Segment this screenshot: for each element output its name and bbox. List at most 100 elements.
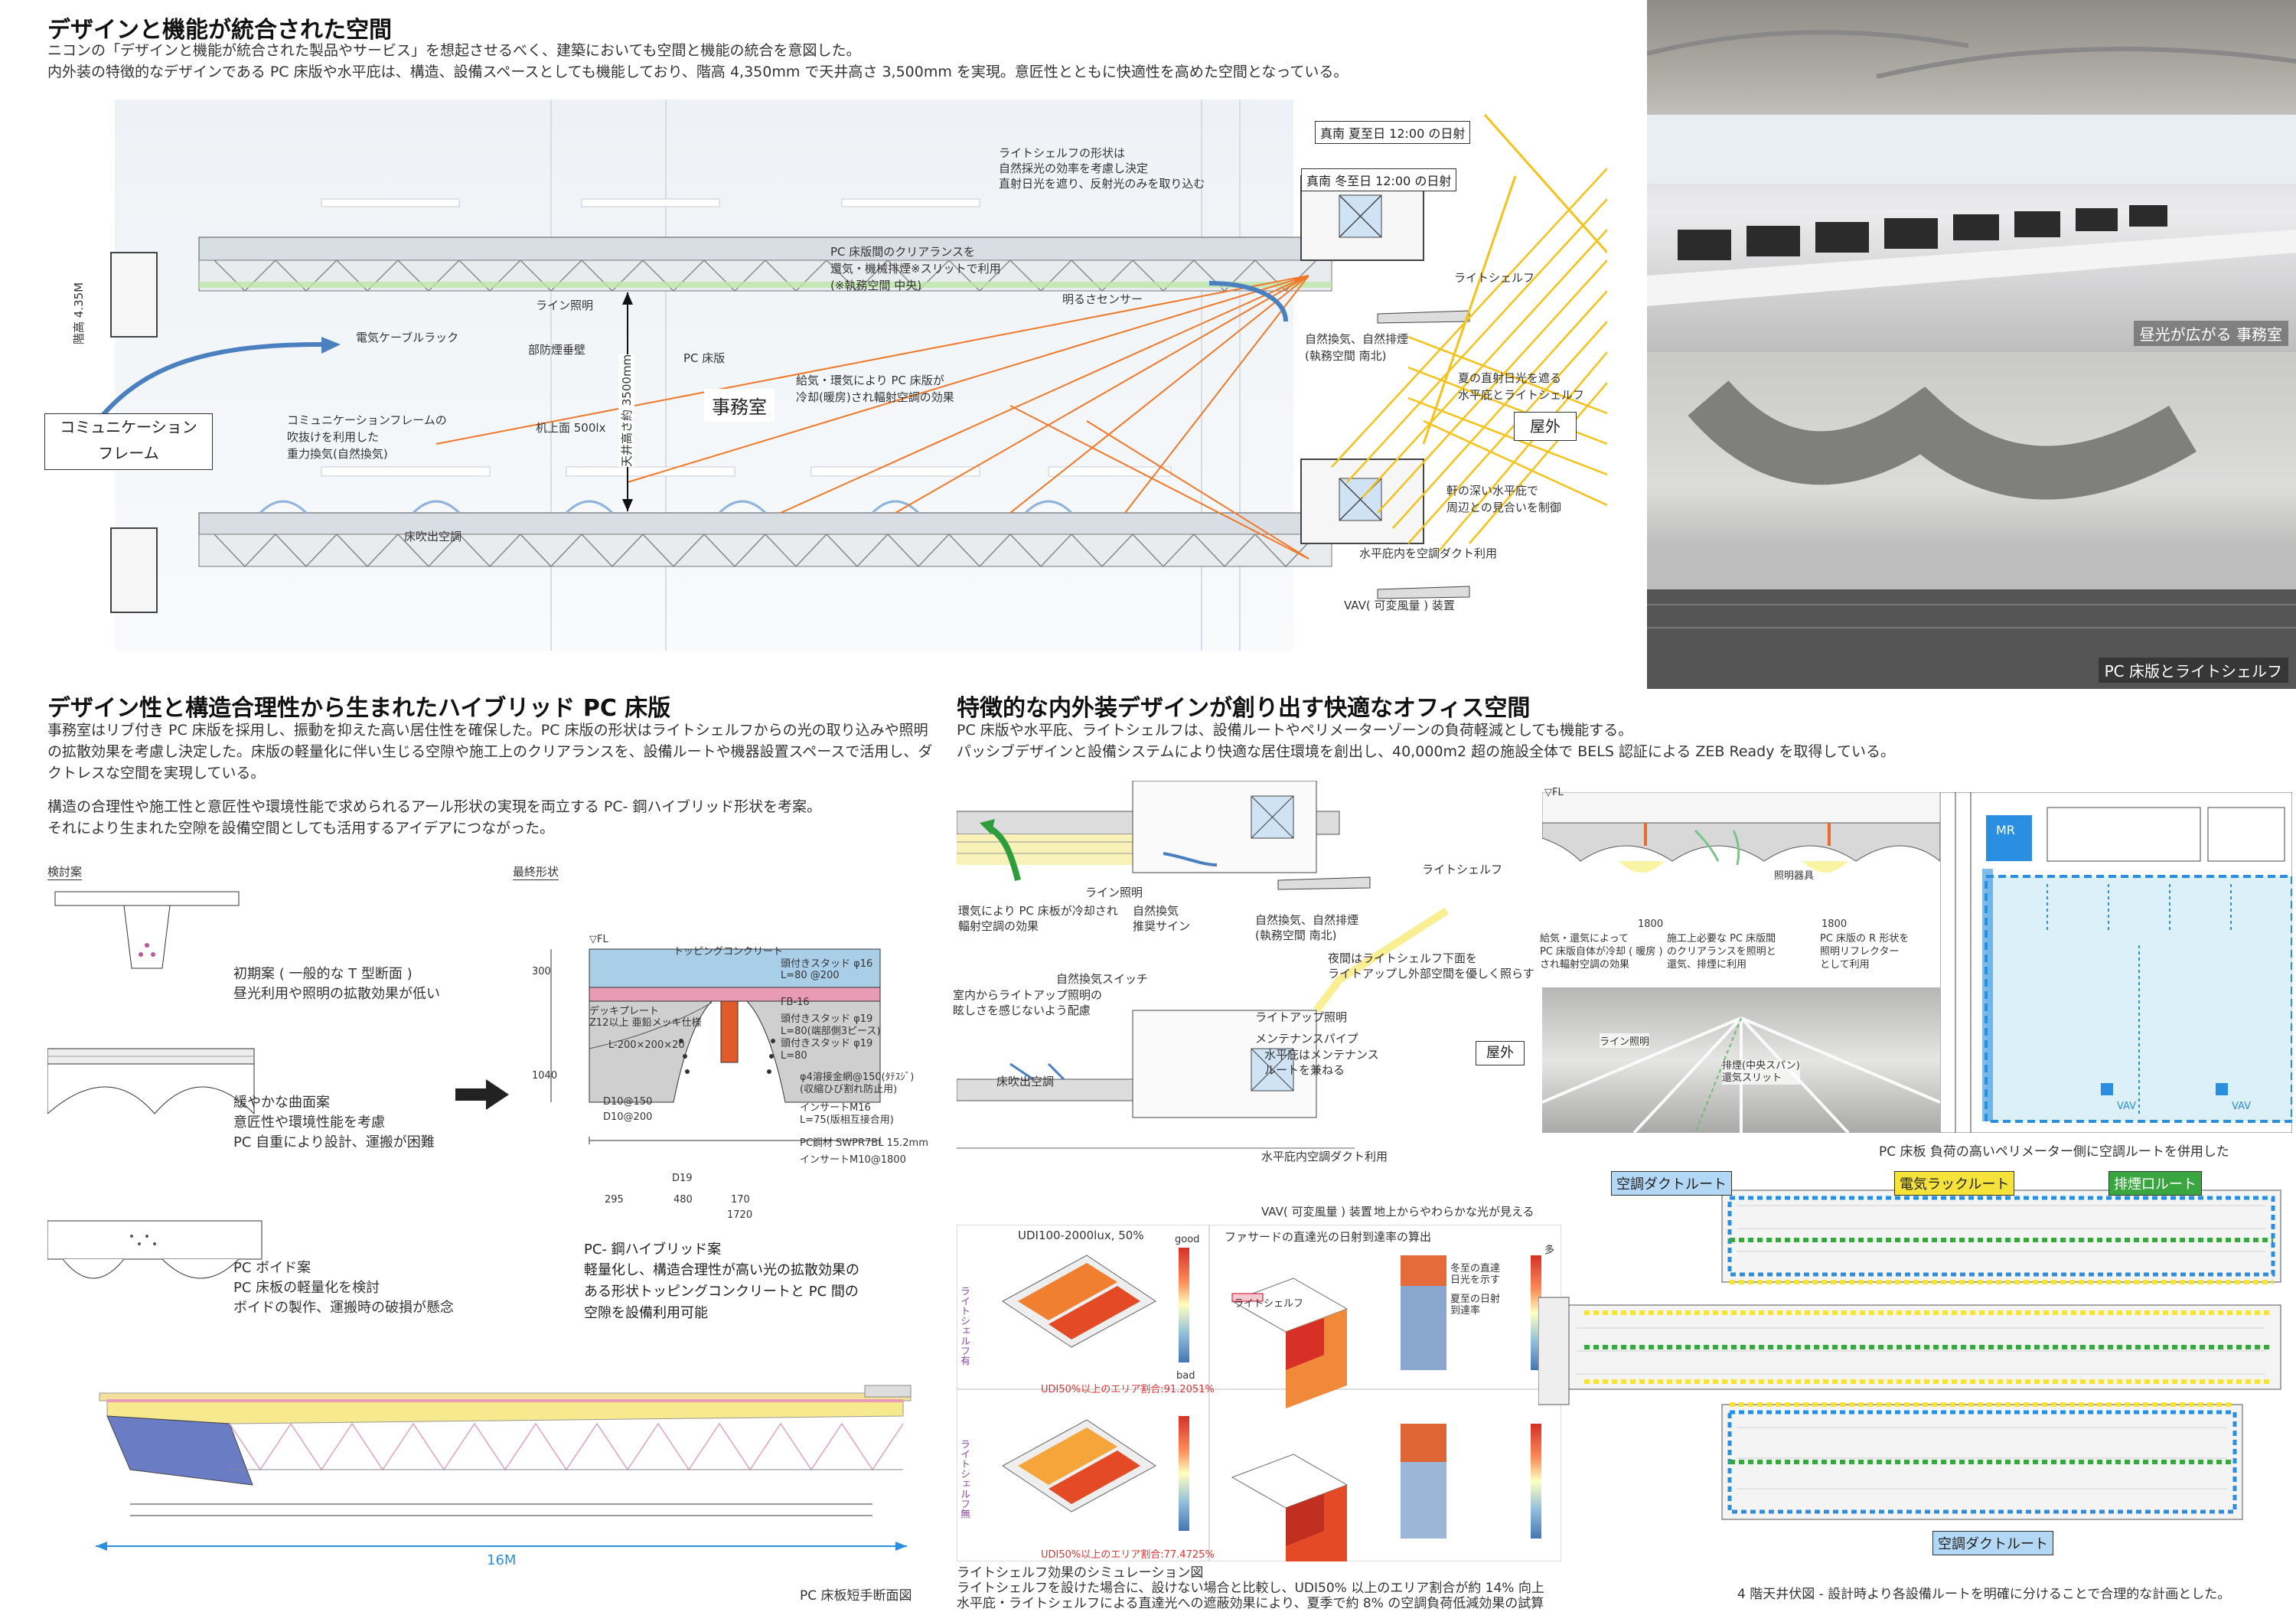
detail-insert1: インサートM16 L=75(版相互接合用) bbox=[800, 1102, 894, 1126]
plan-caption1: PC 床板 負荷の高いペリメーター側に空調ルートを併用した bbox=[1879, 1144, 2229, 1160]
sim-summer: 夏至の日射 到達率 bbox=[1450, 1294, 1501, 1317]
case2-text: 緩やかな曲面案 意匠性や環境性能を考慮 PC 自重により設計、運搬が困難 bbox=[233, 1095, 435, 1150]
ceiling-route-plan bbox=[1538, 1189, 2281, 1520]
section1-title: デザインと機能が統合された空間 bbox=[47, 17, 392, 44]
photo-office-caption: 昼光が広がる 事務室 bbox=[2133, 321, 2288, 346]
sim-good: good bbox=[1175, 1234, 1200, 1245]
detail-d2: 480 bbox=[673, 1194, 693, 1206]
sim-lightshelf: ライトシェルフ bbox=[1234, 1298, 1304, 1310]
detail-stud2: 頭付きスタッド φ19 L=80(端部側3ピース) 頭付きスタッド φ19 L=… bbox=[781, 1013, 881, 1062]
label-lightshelf-note: ライトシェルフの形状は 自然採光の効率を考慮し決定 直射日光を遮り、反射光のみを… bbox=[999, 146, 1205, 191]
final-desc: 軽量化し、構造合理性が高い光の拡散効果の ある形状トッピングコンクリートと PC… bbox=[584, 1262, 859, 1321]
route-hvac-top: 空調ダクトルート bbox=[1611, 1171, 1732, 1196]
s3-floor-supply: 床吹出空調 bbox=[996, 1075, 1055, 1088]
detail-insert2: インサートM10@1800 bbox=[800, 1154, 906, 1166]
slab-fl: ▽FL bbox=[1544, 787, 1564, 798]
plan-mr: MR bbox=[1996, 823, 2015, 837]
length-16m: 16M bbox=[487, 1552, 517, 1568]
label-lightshelf: ライトシェルフ bbox=[1454, 271, 1535, 285]
label-comm-frame: コミュニケーション フレーム bbox=[44, 413, 213, 470]
sim-more: 多 bbox=[1544, 1245, 1555, 1256]
office-section-diagram bbox=[92, 100, 1607, 651]
label-cable-rack: 電気ケーブルラック bbox=[356, 331, 459, 344]
label-ceiling-height: 天井高さ約 3500mm bbox=[618, 354, 634, 467]
photo-slab-drawing bbox=[1647, 380, 2296, 689]
simulation-diagram bbox=[957, 1225, 1561, 1561]
slab-photo-exhaust: 排煙(中央スパン) 還気スリット bbox=[1722, 1060, 1800, 1085]
study-case-drawings bbox=[47, 891, 263, 1279]
section2-paragraph-1: 事務室はリブ付き PC 床版を採用し、振動を抑えた高い居住性を確保した。PC 床… bbox=[47, 722, 933, 782]
slab-long-section bbox=[96, 1385, 912, 1551]
sim-title1: UDI100-2000lux, 50% bbox=[1018, 1229, 1144, 1242]
s3-vent-switch: 自然換気スイッチ bbox=[1056, 972, 1149, 986]
slab-arches bbox=[1542, 792, 1940, 873]
detail-l: L-200×200×20 bbox=[608, 1039, 685, 1051]
detail-stud1: 頭付きスタッド φ16 L=80 @200 bbox=[781, 958, 873, 981]
sim-with: ライトシェルフ有 bbox=[958, 1286, 970, 1366]
label-radiant: 給気・環気により PC 床版が 冷却(暖房)され輻射空調の効果 bbox=[796, 374, 954, 404]
final-label: 最終形状 bbox=[513, 865, 559, 880]
detail-d19: D19 bbox=[672, 1173, 693, 1184]
s3-duct: 水平庇内空調ダクト利用 bbox=[1261, 1150, 1388, 1163]
s3-night: 夜間はライトシェルフ下面を ライトアップし外部空間を優しく照らす bbox=[1328, 951, 1534, 981]
label-sun-winter: 真南 冬至日 12:00 の日射 bbox=[1301, 168, 1457, 191]
section3-title: 特徴的な内外装デザインが創り出す快適なオフィス空間 bbox=[957, 695, 1531, 722]
label-floor-height: 階高 4.35M bbox=[72, 282, 86, 344]
long-section-caption: PC 床板短手断面図 bbox=[800, 1588, 912, 1604]
photo-slab-caption: PC 床版とライトシェルフ bbox=[2098, 658, 2288, 683]
label-sun-summer: 真南 夏至日 12:00 の日射 bbox=[1315, 121, 1471, 144]
detail-deck: デッキプレート Z12以上 亜鉛メッキ仕様 bbox=[589, 1006, 702, 1029]
s3-uplight: ライトアップ照明 bbox=[1255, 1010, 1348, 1024]
detail-pc: PC鋼材 SWPR7BL 15.2mm bbox=[800, 1137, 928, 1149]
slab-n1: 給気・還気によって PC 床版自体が冷却 ( 暖房 ) され輻射空調の効果 bbox=[1540, 933, 1663, 971]
s3-soft-light: 地上からやわらかな光が見える bbox=[1374, 1205, 1534, 1219]
perimeter-plan bbox=[1940, 792, 2292, 1133]
label-floor-supply: 床吹出空調 bbox=[404, 530, 462, 543]
label-gravity-vent: コミュニケーションフレームの 吹抜けを利用した 重力換気(自然換気) bbox=[287, 413, 447, 461]
detail-d1: 295 bbox=[605, 1194, 624, 1206]
photo-office-drawing bbox=[1647, 30, 2296, 306]
detail-d10b: D10@200 bbox=[603, 1111, 653, 1123]
s3-indoor: 室内からライトアップ照明の 眩しさを感じないよう配慮 bbox=[953, 988, 1103, 1017]
detail-dims: 1720 bbox=[727, 1209, 753, 1221]
slab-light: 照明器具 bbox=[1774, 870, 1815, 882]
photo-pc-slab: PC 床版とライトシェルフ bbox=[1647, 352, 2296, 689]
plan-vav2: VAV bbox=[2232, 1101, 2252, 1112]
label-eaves: 軒の深い水平庇で 周辺との見合いを制御 bbox=[1446, 484, 1561, 514]
photo-office-daylight: 昼光が広がる 事務室 bbox=[1647, 0, 2296, 352]
arrow-to-final bbox=[455, 1079, 509, 1110]
slab-photo-line: ライン照明 bbox=[1600, 1033, 1650, 1048]
slab-1800a: 1800 bbox=[1638, 919, 1664, 930]
label-outside: 屋外 bbox=[1514, 412, 1577, 441]
section2-paragraph-3: それにより生まれた空隙を設備空間としても活用するアイデアにつながった。 bbox=[47, 820, 555, 837]
detail-v2: 1040 bbox=[532, 1070, 558, 1082]
final-detail-section bbox=[550, 948, 881, 1144]
label-desk-lux: 机上面 500lx bbox=[536, 421, 606, 435]
s3-natural-vent: 自然換気、自然排煙 (執務空間 南北) bbox=[1255, 913, 1359, 942]
s3-natural-vent-sign: 自然換気 推奨サイン bbox=[1133, 904, 1191, 933]
label-duct: 水平庇内を空調ダクト利用 bbox=[1359, 547, 1498, 560]
sim-note1: UDI50%以上のエリア割合:91.2051% bbox=[1041, 1384, 1215, 1395]
label-natural-vent: 自然換気、自然排煙 (執務空間 南北) bbox=[1305, 332, 1409, 363]
sim-bad: bad bbox=[1176, 1370, 1195, 1382]
sim-caption2: ライトシェルフを設けた場合に、設けない場合と比較し、UDI50% 以上のエリア割… bbox=[957, 1581, 1544, 1596]
detail-d10a: D10@150 bbox=[603, 1096, 653, 1108]
label-pc-slab: PC 床版 bbox=[683, 351, 726, 365]
detail-fb: FB-16 bbox=[781, 997, 810, 1008]
route-hvac-bottom: 空調ダクトルート bbox=[1932, 1531, 2053, 1555]
sim-note2: UDI50%以上のエリア割合:77.4725% bbox=[1041, 1549, 1215, 1561]
sim-winter: 冬至の直達 日光を示す bbox=[1450, 1263, 1501, 1286]
label-brightness-sensor: 明るさセンサー bbox=[1062, 292, 1143, 306]
section1-paragraph-1: ニコンの「デザインと機能が統合された製品やサービス」を想起させるべく、建築におい… bbox=[47, 42, 861, 59]
label-vav: VAV( 可変風量 ) 装置 bbox=[1344, 599, 1455, 612]
s3-line-light: ライン照明 bbox=[1085, 886, 1143, 899]
case1-text: 初期案 ( 一般的な T 型断面 ) 昼光利用や照明の拡散効果が低い bbox=[233, 966, 440, 1002]
route-electric: 電気ラックルート bbox=[1894, 1171, 2015, 1196]
section2-title: デザイン性と構造合理性から生まれたハイブリッド PC 床版 bbox=[47, 695, 671, 722]
slab-1800b: 1800 bbox=[1821, 919, 1848, 930]
label-office: 事務室 bbox=[704, 389, 775, 422]
detail-fl: ▽FL bbox=[589, 934, 608, 945]
label-line-light: ライン照明 bbox=[536, 299, 594, 312]
final-desc-title: PC- 鋼ハイブリッド案 bbox=[584, 1242, 722, 1258]
s3-eaves-maint: 水平庇はメンテナンス ルートを兼ねる bbox=[1264, 1048, 1379, 1077]
